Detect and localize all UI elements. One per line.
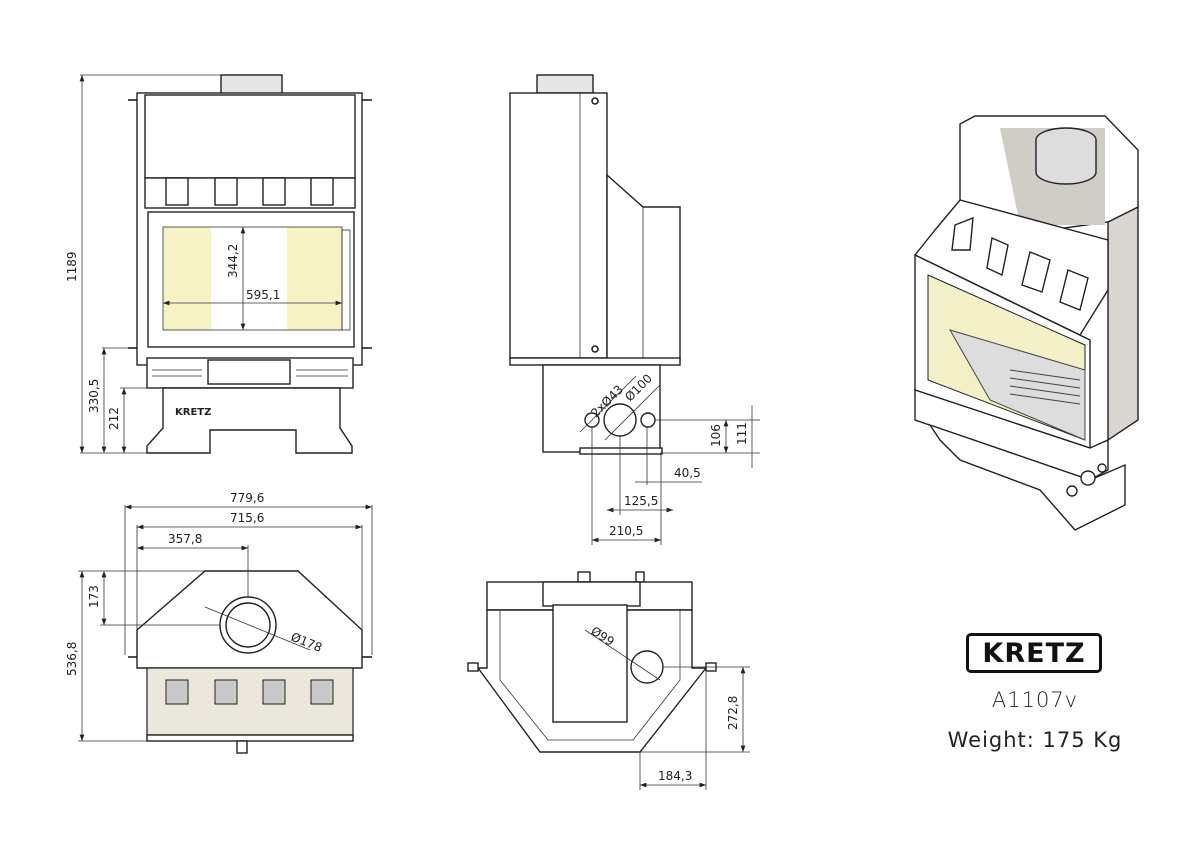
dim-base-legs: 212 — [107, 407, 121, 430]
vent — [262, 177, 286, 206]
front-logo-plate: KRETZ — [175, 407, 211, 418]
dim-111: 111 — [735, 422, 749, 445]
kretz-logo: KRETZ — [966, 633, 1102, 673]
dim-height: 1189 — [65, 251, 79, 282]
dim-overall-width: 779,6 — [230, 491, 264, 505]
dim-depth: 536,8 — [65, 642, 79, 676]
dim-glass-width: 595,1 — [246, 288, 280, 302]
isometric-view — [913, 115, 1139, 531]
dim-210-5: 210,5 — [609, 524, 643, 538]
dim-272-8: 272,8 — [726, 696, 740, 730]
glass-panel-left — [163, 227, 211, 330]
model-name: A1107v — [991, 688, 1079, 712]
vent — [310, 177, 334, 206]
side-view: 2xØ43 Ø100 106 111 40,5 125,5 210,5 — [509, 74, 760, 545]
dim-125-5: 125,5 — [624, 494, 658, 508]
glass-panel-right — [287, 227, 342, 330]
dim-half-width: 357,8 — [168, 532, 202, 546]
dim-40-5: 40,5 — [674, 466, 701, 480]
dim-flue-offset: 173 — [87, 585, 101, 608]
dim-106: 106 — [709, 424, 723, 447]
vent — [214, 177, 238, 206]
dim-184-3: 184,3 — [658, 769, 692, 783]
front-view: KRETZ 1189 330,5 212 344,2 595,1 — [65, 74, 372, 454]
dim-body-width: 715,6 — [230, 511, 264, 525]
bottom-view: Ø99 272,8 184,3 — [467, 571, 750, 790]
dim-base-total: 330,5 — [87, 379, 101, 413]
top-view: Ø178 779,6 715,6 357,8 173 536,8 — [65, 491, 373, 754]
bottom-hole — [630, 650, 664, 684]
vent — [165, 177, 189, 206]
dim-glass-height: 344,2 — [226, 244, 240, 278]
weight-label: Weight: 175 Kg — [947, 728, 1123, 752]
